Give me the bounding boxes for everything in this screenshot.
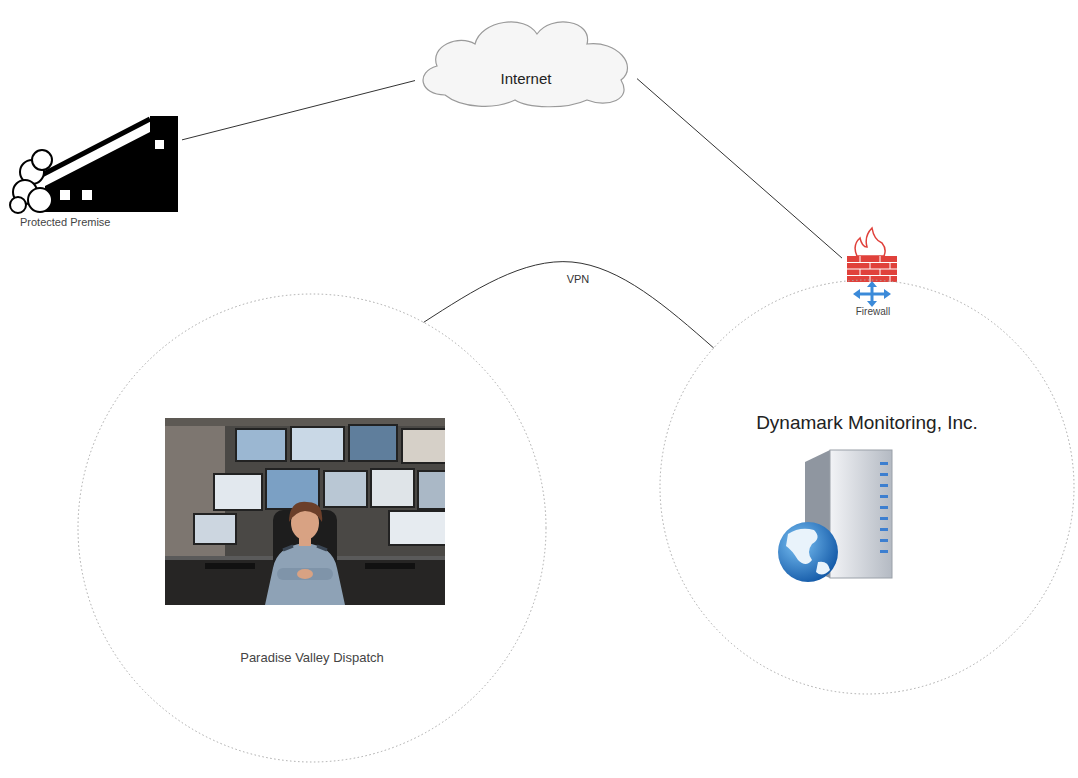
dispatch-photo-part: [235, 428, 287, 462]
dispatch-photo-part: [292, 428, 343, 460]
dispatch-photo: [165, 418, 445, 605]
node-label: Paradise Valley Dispatch: [240, 650, 384, 666]
dispatch-photo-part: [213, 473, 263, 511]
firewall-icon-part: [880, 256, 881, 263]
firewall-icon-part: [884, 289, 891, 299]
house-icon: [10, 116, 178, 213]
premise-node: Protected Premise: [10, 112, 182, 233]
node-label: Dynamark Monitoring, Inc.: [756, 412, 978, 435]
site-circle: Paradise Valley Dispatch: [77, 293, 547, 763]
dispatch-photo-part: [289, 502, 322, 522]
dispatch-photo-part: [325, 472, 366, 506]
firewall-icon-part: [853, 289, 860, 299]
dispatch-photo-part: [215, 475, 261, 509]
server-icon-part: [880, 462, 888, 465]
firewall-icon-part: [870, 263, 871, 270]
node-label: Firewall: [856, 306, 890, 318]
dispatch-photo-part: [265, 543, 345, 605]
server-icon-part: [786, 529, 818, 564]
dispatch-photo-part: [365, 563, 415, 569]
dispatch-photo-part: [283, 546, 293, 550]
house-icon-part: [82, 190, 92, 200]
server-icon-part: [880, 495, 888, 498]
server-icon-part: [880, 539, 888, 542]
node-label: Internet: [501, 70, 552, 88]
firewall-icon-part: [860, 256, 861, 263]
server-icon-part: [880, 473, 888, 476]
dispatch-photo-part: [165, 418, 445, 605]
dispatch-photo-part: [317, 546, 327, 550]
cloud-outline: [423, 22, 627, 107]
server-icon-part: [830, 450, 892, 578]
firewall-icon-part: [880, 269, 881, 276]
firewall-icon-part: [890, 276, 891, 283]
server-icon-part: [880, 484, 888, 487]
dispatch-photo-part: [388, 510, 445, 546]
server-icon-part: [778, 522, 838, 582]
house-icon-part: [28, 188, 52, 212]
connector-line: [182, 81, 415, 140]
house-icon-part: [32, 150, 52, 170]
firewall-icon-part: [847, 256, 897, 282]
firewall-icon-part: [870, 276, 871, 283]
firewall-icon-part: [855, 228, 885, 256]
dispatch-photo-part: [401, 428, 445, 464]
dispatch-photo-part: [370, 468, 415, 508]
edge-label: VPN: [564, 273, 593, 286]
dispatch-photo-part: [165, 418, 445, 426]
circle-outline: [660, 280, 1074, 694]
dispatch-photo-part: [205, 563, 255, 569]
dispatch-photo-part: [403, 430, 445, 462]
node-label: Protected Premise: [20, 216, 110, 229]
dispatch-photo-part: [323, 470, 368, 508]
dispatch-photo-part: [237, 430, 285, 460]
house-icon-part: [10, 197, 26, 213]
dispatch-photo-part: [348, 424, 398, 462]
internet-cloud: Internet: [415, 10, 637, 108]
site-circle-outline: [77, 293, 547, 763]
firewall-node: Firewall: [842, 244, 904, 332]
dispatch-photo-part: [195, 515, 235, 543]
firewall-icon-part: [867, 281, 877, 287]
circle-outline: [78, 294, 546, 762]
house-icon-part: [60, 190, 70, 200]
firewall-icon: [847, 228, 897, 307]
dispatch-photo-part: [417, 470, 445, 510]
server-icon-part: [880, 528, 888, 531]
firewall-icon-part: [890, 263, 891, 270]
connector-line: [637, 79, 842, 258]
dispatch-photo-part: [390, 512, 445, 544]
firewall-icon-part: [860, 269, 861, 276]
server-icon: [778, 450, 892, 582]
dispatch-photo-part: [372, 470, 413, 506]
server-icon-part: [880, 517, 888, 520]
dispatch-photo-part: [419, 472, 445, 508]
server-icon-part: [880, 550, 888, 553]
connector-line: [424, 262, 714, 348]
site-circle: Dynamark Monitoring, Inc. Firewall: [659, 279, 1075, 695]
server-icon-part: [880, 506, 888, 509]
internet-cloud-outline: [415, 10, 637, 108]
site-circle-outline: [659, 279, 1075, 695]
dispatch-photo-part: [290, 426, 345, 462]
dispatch-photo-part: [350, 426, 396, 460]
server-icon-part: [816, 562, 830, 575]
house-icon-part: [45, 116, 178, 212]
dispatch-photo-part: [297, 569, 313, 579]
dispatch-photo-part: [277, 568, 333, 580]
house-icon-part: [155, 140, 164, 149]
dispatch-photo-part: [193, 513, 237, 545]
